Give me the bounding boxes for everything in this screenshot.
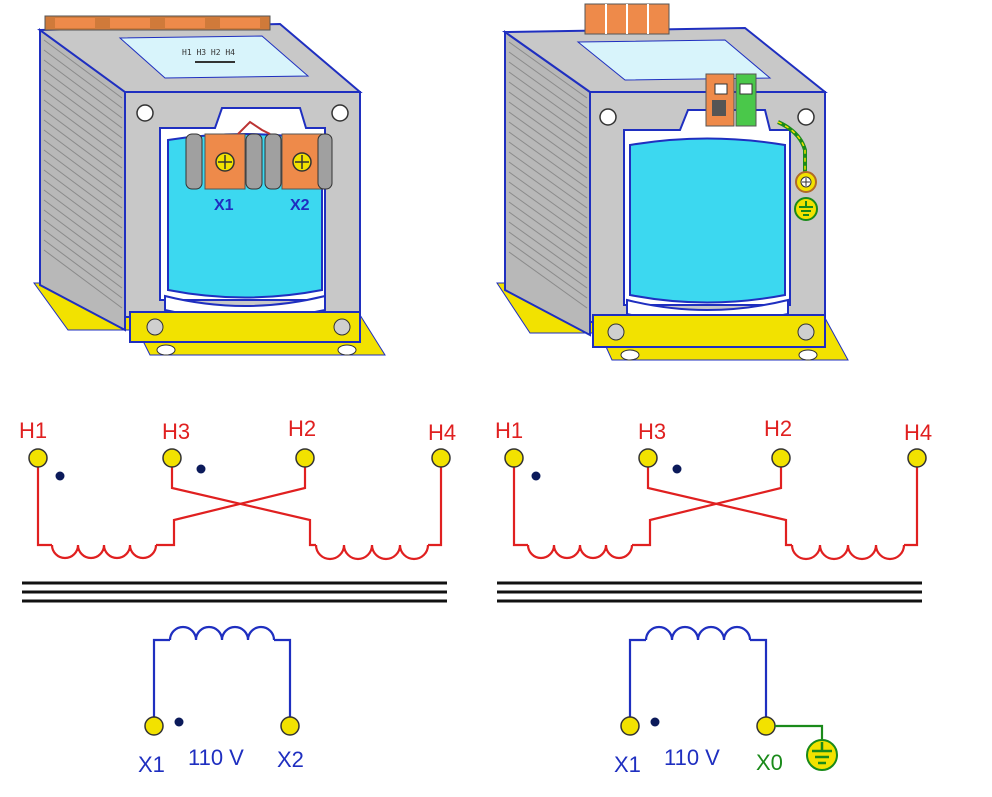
left-h4-label: H4 [428, 420, 456, 445]
left-nameplate [118, 35, 310, 79]
left-unit-x2-label: X2 [290, 197, 310, 214]
left-lamination-lines [43, 39, 123, 309]
right-core-lines [497, 581, 922, 603]
right-h1-label: H1 [495, 418, 523, 443]
left-x2-terminal [280, 716, 300, 736]
left-unit-x1-label: X1 [214, 197, 234, 214]
left-base-bolt-left [146, 318, 164, 336]
right-x1-label: X1 [614, 752, 641, 777]
left-secondary-terminal-block [185, 120, 333, 190]
right-lamination-lines [508, 41, 588, 309]
left-h1-label: H1 [19, 418, 47, 443]
right-primary-winding [512, 458, 919, 561]
left-h2-terminal [295, 448, 315, 468]
right-transformer-unit [496, 3, 849, 361]
left-h2-label: H2 [288, 416, 316, 441]
right-h1-terminal [504, 448, 524, 468]
right-h3-label: H3 [638, 419, 666, 444]
left-h3-label: H3 [162, 419, 190, 444]
left-mount-hole-tl [136, 104, 154, 122]
left-x1-polarity-dot [174, 717, 184, 727]
right-h3-terminal [638, 448, 658, 468]
right-unit-ground-icon [794, 197, 818, 221]
right-x1-polarity-dot [650, 717, 660, 727]
left-x1-terminal [144, 716, 164, 736]
left-h1-polarity-dot [55, 471, 65, 481]
left-h4-terminal [431, 448, 451, 468]
right-x0-terminal [756, 716, 776, 736]
right-mount-hole-tr [797, 108, 815, 126]
right-h3-polarity-dot [672, 464, 682, 474]
left-transformer-unit: H1 H3 H2 H4 [33, 15, 386, 356]
right-top-terminal-strip [584, 3, 670, 35]
right-h4-terminal [907, 448, 927, 468]
right-secondary-winding [628, 625, 768, 726]
left-core-lines [22, 581, 447, 603]
left-x2-label: X2 [277, 747, 304, 772]
right-base-bolt-right [797, 323, 815, 341]
left-secondary-winding [152, 625, 292, 726]
right-x1-terminal [620, 716, 640, 736]
left-h3-polarity-dot [196, 464, 206, 474]
left-primary-winding [36, 458, 443, 561]
left-mount-hole-tr [331, 104, 349, 122]
left-h3-terminal [162, 448, 182, 468]
left-top-terminal-strip [44, 15, 271, 31]
right-h2-label: H2 [764, 416, 792, 441]
left-h1-terminal [28, 448, 48, 468]
left-voltage-label: 110 V [188, 745, 244, 770]
right-schematic-ground-icon [806, 739, 838, 771]
right-h1-polarity-dot [531, 471, 541, 481]
right-mount-hole-tl [599, 108, 617, 126]
right-x0-label: X0 [756, 750, 783, 775]
right-base-bolt-left [607, 323, 625, 341]
right-ground-lead [775, 724, 824, 742]
right-voltage-label: 110 V [664, 745, 720, 770]
right-h4-label: H4 [904, 420, 932, 445]
left-schematic: H1 H3 H2 H4 [19, 416, 456, 777]
left-nameplate-text: H1 H3 H2 H4 [182, 48, 235, 57]
left-base-bolt-right [333, 318, 351, 336]
right-coil [629, 137, 786, 304]
right-secondary-terminal-block [705, 73, 757, 127]
left-x1-label: X1 [138, 752, 165, 777]
right-schematic: H1 H3 H2 H4 [495, 416, 932, 777]
right-nameplate [576, 39, 772, 81]
right-h2-terminal [771, 448, 791, 468]
